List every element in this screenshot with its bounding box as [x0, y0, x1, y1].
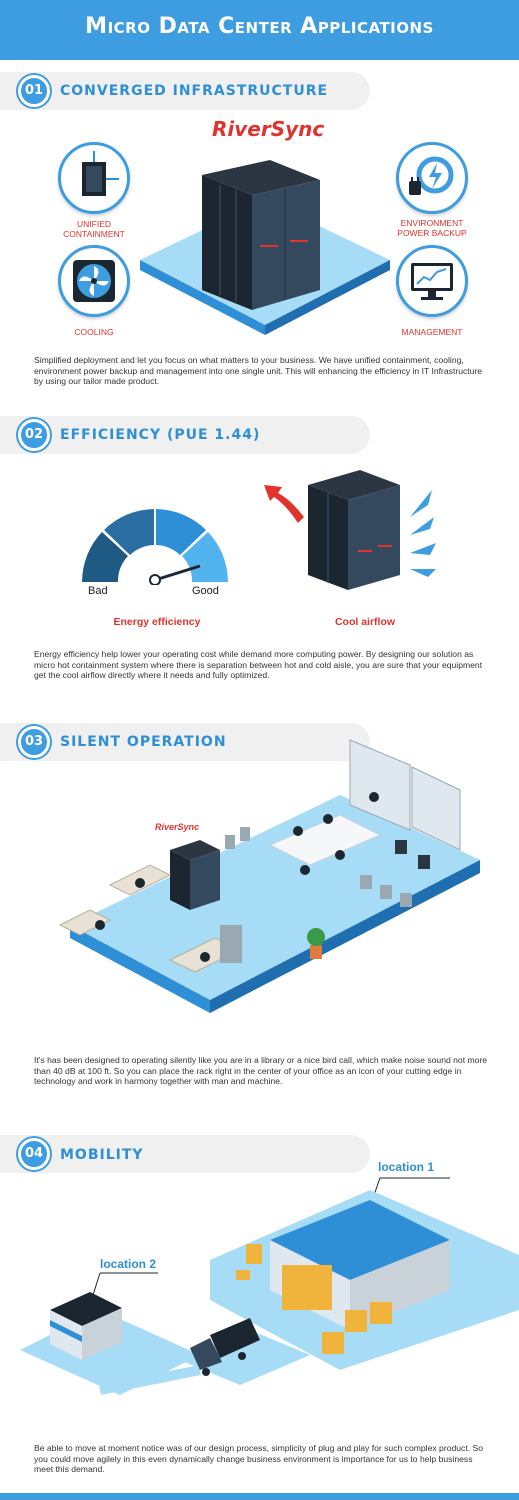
section-1-paragraph: Simplified deployment and let you focus …	[34, 355, 483, 386]
footer-bar	[0, 1493, 519, 1500]
gauge-good-label: Good	[192, 585, 219, 597]
containment-icon-circle	[58, 142, 130, 214]
mobility-illustration	[20, 1177, 519, 1395]
section-4-title: MOBILITY	[60, 1147, 144, 1163]
office-brand-logo: RiverSync	[155, 822, 200, 832]
section-1-header	[0, 72, 370, 110]
management-label: MANAGEMENT	[401, 327, 463, 337]
icon-label-line: POWER BACKUP	[397, 228, 467, 238]
power-backup-icon-circle	[396, 142, 468, 214]
section-3-paragraph: It's has been designed to operating sile…	[34, 1055, 488, 1086]
icon-label-line: CONTAINMENT	[63, 229, 125, 239]
brand-logo: RiverSync	[212, 117, 325, 141]
page-title: Micro Data Center Applications	[85, 14, 434, 39]
section-4-paragraph: Be able to move at moment notice was of …	[34, 1443, 484, 1474]
section-4-number: 04	[18, 1138, 50, 1170]
section-1-number: 01	[18, 75, 50, 107]
environment-power-backup-label: ENVIRONMENT POWER BACKUP	[386, 218, 478, 238]
efficiency-gauge	[82, 509, 228, 585]
cooling-label: COOLING	[74, 327, 114, 337]
power-backup-icon	[409, 156, 454, 195]
rack-platform-illustration	[140, 160, 390, 335]
section-2-title: EFFICIENCY (PUE 1.44)	[60, 427, 261, 443]
energy-efficiency-caption: Energy efficiency	[113, 616, 201, 628]
cool-airflow-caption: Cool airflow	[334, 616, 396, 628]
section-3-title: SILENT OPERATION	[60, 734, 227, 750]
section-2-header	[0, 416, 370, 454]
location-2-label: location 2	[100, 1257, 157, 1271]
section-2-number: 02	[18, 419, 50, 451]
location-1-label: location 1	[378, 1160, 435, 1174]
icon-label-line: ENVIRONMENT	[400, 218, 464, 228]
section-4-header	[0, 1135, 370, 1173]
icon-label-line: UNIFIED	[77, 219, 111, 229]
section-3-header	[0, 723, 370, 761]
section-2-paragraph: Energy efficiency help lower your operat…	[34, 649, 483, 680]
section-3-number: 03	[18, 726, 50, 758]
cool-airflow-illustration	[264, 470, 436, 590]
section-1-title: CONVERGED INFRASTRUCTURE	[60, 83, 329, 99]
cooling-icon-circle	[58, 245, 130, 317]
management-icon-circle	[396, 245, 468, 317]
containment-icon	[82, 151, 119, 196]
office-floor-illustration	[58, 739, 480, 1013]
cooling-fan-icon	[73, 260, 115, 302]
management-monitor-icon	[411, 263, 453, 300]
gauge-bad-label: Bad	[88, 585, 108, 597]
title-banner	[0, 0, 519, 60]
unified-containment-label: UNIFIED CONTAINMENT	[48, 219, 140, 239]
